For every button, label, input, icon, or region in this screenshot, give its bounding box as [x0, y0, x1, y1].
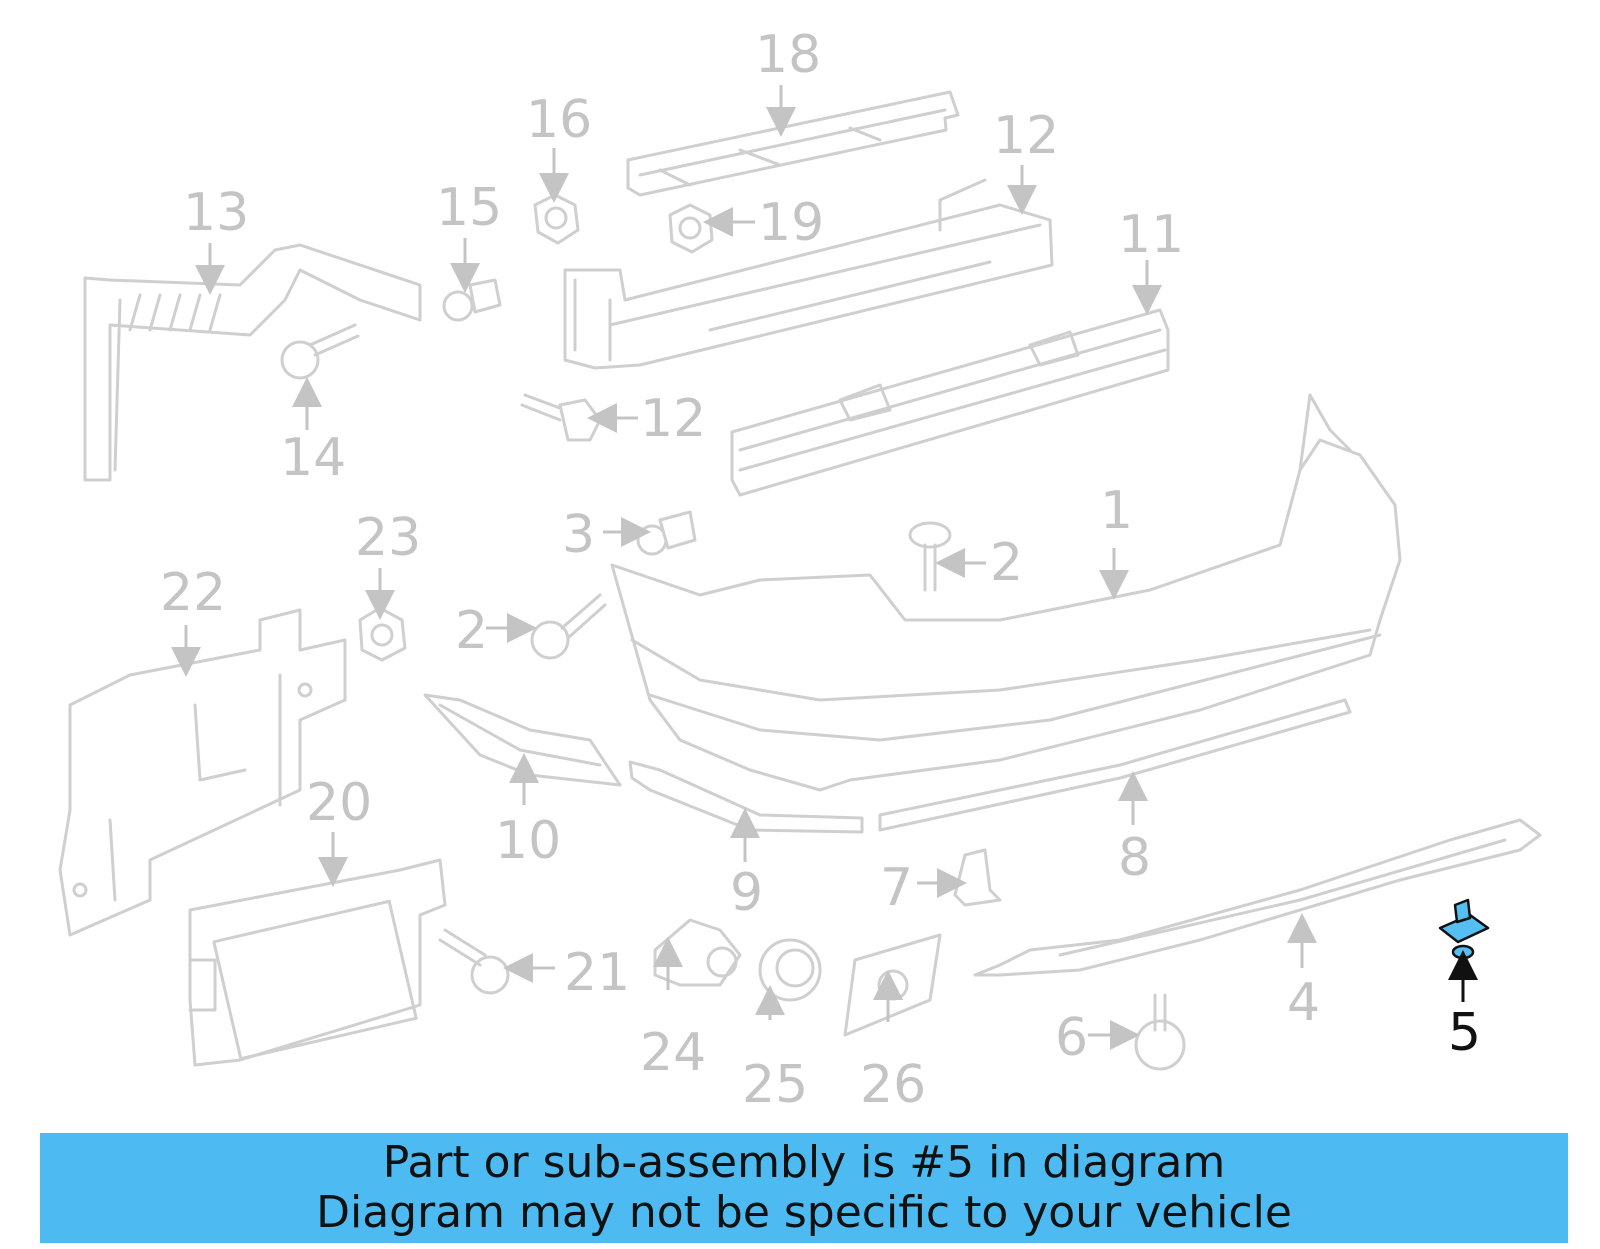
callout-23: 23 [355, 508, 421, 568]
part-23-nut [358, 606, 407, 662]
part-12-bumper-reinforcement [563, 178, 1054, 370]
part-6-screw [1134, 993, 1186, 1071]
callout-26: 26 [860, 1055, 926, 1115]
callout-12: 12 [993, 106, 1059, 166]
callout-22: 22 [160, 563, 226, 623]
callout-7: 7 [880, 858, 913, 918]
part-14-side-bracket [83, 243, 422, 482]
callout-10: 10 [495, 811, 561, 871]
callout-17: 16 [526, 90, 592, 150]
callout-2-upper: 2 [990, 533, 1023, 593]
part-5-clip-highlighted [1438, 898, 1490, 960]
banner-line-part: Part or sub-assembly is #5 in diagram [382, 1137, 1226, 1188]
callout-2-left: 2 [455, 601, 488, 661]
part-13-bolt [520, 393, 602, 442]
part-24-sensor [653, 918, 742, 987]
callout-21: 21 [564, 943, 630, 1003]
callout-arrows [171, 85, 1478, 1050]
part-1-bumper-cover [610, 393, 1402, 792]
banner-line-disclaimer: Diagram may not be specific to your vehi… [316, 1187, 1292, 1238]
callout-14: 13 [183, 183, 249, 243]
part-20-module [188, 858, 447, 1067]
callout-20: 20 [306, 773, 372, 833]
part-11-energy-absorber [730, 308, 1170, 497]
part-2-screw-left [530, 593, 607, 660]
part-4-lower-spoiler [973, 818, 1542, 977]
callout-6: 6 [1055, 1008, 1088, 1068]
part-15-bolt [280, 323, 360, 380]
info-banner: Part or sub-assembly is #5 in diagram Di… [40, 1133, 1568, 1243]
part-25-grommet [758, 938, 822, 1002]
callout-labels: 18 12 11 16 15 13 19 14 12 3 2 1 2 23 22… [160, 25, 1481, 1115]
callout-9: 9 [730, 863, 763, 923]
callout-24: 24 [640, 1023, 706, 1083]
callout-19: 19 [758, 193, 824, 253]
part-16-clip [442, 278, 502, 322]
part-10-trim [423, 693, 622, 787]
part-7-clip [953, 848, 1002, 907]
callout-3: 3 [562, 505, 595, 565]
part-3-clip [636, 510, 697, 556]
callout-13: 12 [640, 389, 706, 449]
callout-1: 1 [1100, 481, 1133, 541]
part-17-nut [533, 193, 580, 245]
part-22-bracket [58, 608, 347, 937]
callout-18: 18 [755, 25, 821, 85]
callout-11: 11 [1118, 205, 1184, 265]
part-2-screw-upper [908, 521, 952, 592]
callout-16: 15 [436, 178, 502, 238]
part-21-bolt [438, 928, 510, 995]
part-8-trim-strip [878, 698, 1352, 832]
part-18-reinforcement [626, 90, 960, 197]
callout-4: 4 [1287, 973, 1320, 1033]
callout-15: 14 [280, 428, 346, 488]
callout-25: 25 [742, 1055, 808, 1115]
part-19-nut [668, 203, 714, 254]
callout-8: 8 [1118, 828, 1151, 888]
part-26-sensor-bracket [843, 933, 942, 1037]
callout-5-highlighted: 5 [1448, 1003, 1481, 1063]
